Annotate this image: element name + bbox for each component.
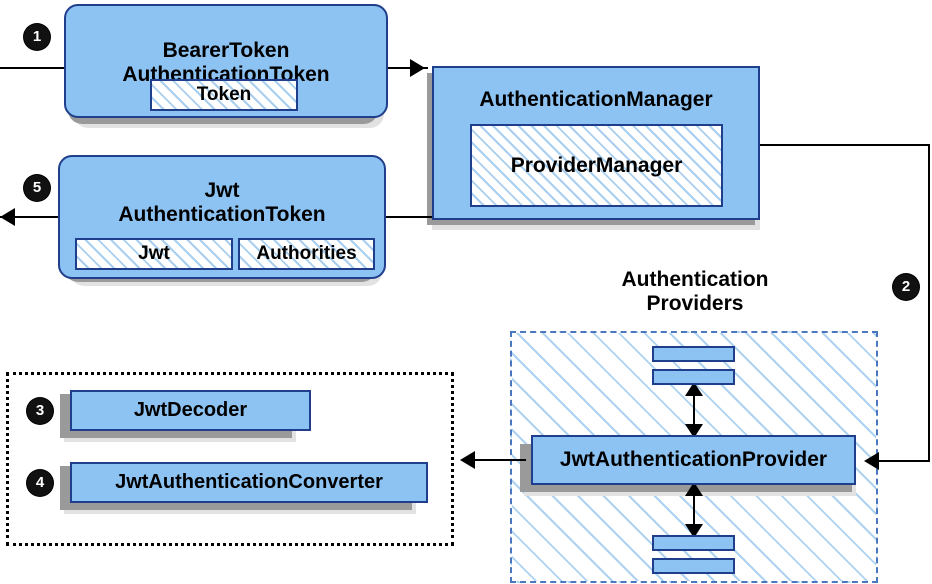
connector-bearer-to-manager bbox=[388, 67, 428, 69]
badge-step-5: 5 bbox=[24, 175, 50, 201]
arrowhead-response-out bbox=[0, 208, 15, 226]
connector-manager-to-jwt-token bbox=[384, 216, 434, 218]
arrowhead-bearer-to-manager bbox=[410, 59, 425, 77]
badge-step-2: 2 bbox=[893, 274, 919, 300]
label-authentication-providers: Authentication Providers bbox=[621, 268, 769, 316]
chip-provider-manager-label: ProviderManager bbox=[510, 153, 683, 177]
provider-stub-top-2 bbox=[652, 369, 735, 385]
connector-manager-down bbox=[928, 144, 930, 461]
group-jwt-support-components bbox=[6, 372, 454, 546]
arrowhead-provider-down-lower bbox=[685, 524, 703, 538]
badge-step-3: 3 bbox=[27, 398, 53, 424]
chip-provider-manager[interactable]: ProviderManager bbox=[470, 124, 723, 207]
connector-provider-down-shaft bbox=[693, 488, 695, 534]
provider-stub-top-1 bbox=[652, 346, 735, 362]
node-jwt-authentication-converter-title: JwtAuthenticationConverter bbox=[115, 471, 383, 494]
chip-token[interactable]: Token bbox=[150, 79, 298, 111]
chip-authorities[interactable]: Authorities bbox=[238, 238, 375, 270]
badge-step-4: 4 bbox=[27, 470, 53, 496]
connector-jwt-token-out bbox=[0, 216, 72, 218]
badge-step-1: 1 bbox=[24, 24, 50, 50]
node-jwt-authentication-provider-title: JwtAuthenticationProvider bbox=[559, 448, 828, 472]
arrowhead-provider-up-lower bbox=[685, 482, 703, 496]
arrowhead-into-provider bbox=[864, 452, 879, 470]
connector-incoming-request bbox=[0, 67, 70, 69]
connector-provider-up-shaft bbox=[693, 388, 695, 434]
connector-into-provider bbox=[866, 460, 930, 462]
provider-stub-bottom-2 bbox=[652, 558, 735, 574]
provider-stub-bottom-1 bbox=[652, 535, 735, 551]
chip-jwt[interactable]: Jwt bbox=[75, 238, 233, 270]
node-jwt-decoder-title: JwtDecoder bbox=[133, 399, 248, 422]
connector-manager-right bbox=[758, 144, 930, 146]
arrowhead-provider-to-tools bbox=[460, 451, 475, 469]
chip-jwt-label: Jwt bbox=[138, 243, 170, 264]
chip-authorities-label: Authorities bbox=[256, 243, 357, 264]
node-authentication-manager-title: AuthenticationManager bbox=[479, 88, 713, 111]
node-jwt-token-title: Jwt AuthenticationToken bbox=[118, 179, 326, 226]
arrowhead-provider-down-upper bbox=[685, 424, 703, 438]
node-jwt-decoder[interactable]: JwtDecoder bbox=[70, 390, 311, 431]
connector-provider-to-tools bbox=[466, 459, 526, 461]
node-jwt-authentication-provider[interactable]: JwtAuthenticationProvider bbox=[531, 435, 856, 485]
node-jwt-authentication-converter[interactable]: JwtAuthenticationConverter bbox=[70, 462, 428, 503]
chip-token-label: Token bbox=[196, 84, 252, 105]
arrowhead-provider-up bbox=[685, 382, 703, 396]
